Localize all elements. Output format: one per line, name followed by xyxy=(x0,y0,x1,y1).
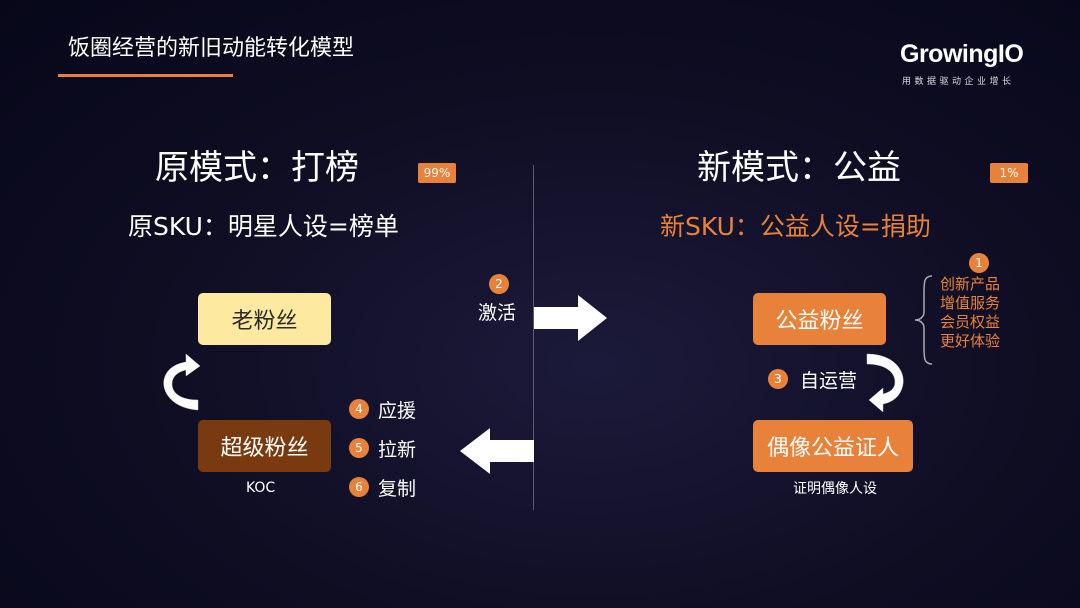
curly-brace-icon xyxy=(914,275,933,365)
step-6-label: 复制 xyxy=(378,478,417,500)
center-divider xyxy=(533,165,534,510)
idol-persona-proof-label: 证明偶像人设 xyxy=(793,481,877,497)
right-curved-arrow-icon xyxy=(866,353,904,413)
title-underline xyxy=(58,74,233,77)
activate-label: 激活 xyxy=(478,302,517,324)
growingio-logo: GrowingIO xyxy=(900,40,1024,68)
step-4-label: 应援 xyxy=(378,400,417,422)
page-title: 饭圈经营的新旧动能转化模型 xyxy=(68,36,355,61)
step-5-label: 拉新 xyxy=(378,439,417,461)
step-6-number: 6 xyxy=(349,477,369,497)
step-1-number: 1 xyxy=(969,253,989,273)
benefit-item: 会员权益 xyxy=(940,313,1001,331)
old-fans-box: 老粉丝 xyxy=(198,293,331,345)
idol-charity-witness-box: 偶像公益证人 xyxy=(753,420,913,472)
old-mode-percent-badge: 99% xyxy=(418,163,456,183)
step-5-number: 5 xyxy=(349,438,369,458)
old-mode-title: 原模式：打榜 xyxy=(155,148,359,188)
step-4-number: 4 xyxy=(349,399,369,419)
benefit-item: 创新产品 xyxy=(940,275,1001,293)
right-arrow-icon xyxy=(534,295,607,341)
benefit-list: 创新产品 增值服务 会员权益 更好体验 xyxy=(940,275,1000,351)
new-mode-percent-badge: 1% xyxy=(990,163,1028,183)
logo-tagline: 用数据驱动企业增长 xyxy=(902,77,1015,87)
benefit-item: 更好体验 xyxy=(940,332,1001,350)
charity-fans-box: 公益粉丝 xyxy=(753,293,886,345)
koc-label: KOC xyxy=(246,480,276,496)
benefit-item: 增值服务 xyxy=(940,294,1001,312)
new-mode-title: 新模式：公益 xyxy=(697,148,901,188)
old-sku-label: 原SKU：明星人设=榜单 xyxy=(128,212,399,241)
left-curved-arrow-icon xyxy=(163,353,201,411)
new-sku-label: 新SKU：公益人设=捐助 xyxy=(660,212,931,241)
step-2-number: 2 xyxy=(489,274,509,294)
left-arrow-icon xyxy=(460,428,534,474)
self-operation-label: 自运营 xyxy=(800,370,858,392)
step-3-number: 3 xyxy=(768,369,788,389)
super-fans-box: 超级粉丝 xyxy=(198,420,331,472)
